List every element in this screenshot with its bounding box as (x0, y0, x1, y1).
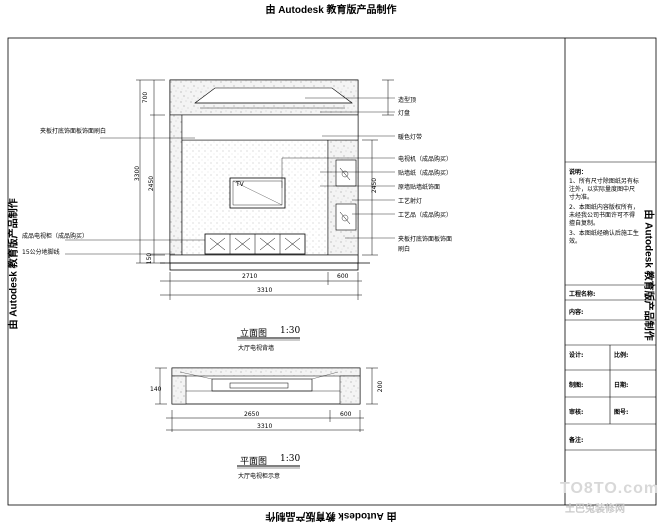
plan-dim-3310: 3310 (257, 423, 273, 430)
label-spotlight: 工艺射灯 (398, 198, 423, 205)
elevation-subtitle: 大厅电视背墙 (238, 345, 275, 352)
dim-2450-left: 2450 (148, 175, 156, 192)
label-original-wall: 原墙贴墙纸饰面 (398, 184, 441, 191)
dim-2710: 2710 (242, 273, 258, 280)
watermark-top: 由 Autodesk 教育版产品制作 (265, 5, 397, 16)
dim-3300: 3300 (134, 165, 142, 182)
tb-note-1: 1、所有尺寸除图纸另有标注外，以实际量度图中尺寸为准。 (569, 178, 639, 201)
label-veneer: 夹板打底饰面板饰面 (398, 236, 453, 243)
tb-drawing: 制图: (569, 382, 584, 389)
tb-ratio: 比例: (614, 352, 629, 359)
tb-note-3: 3、本图纸经确认后施工生效。 (569, 230, 639, 245)
tb-design: 设计: (569, 352, 584, 359)
label-warm-light: 暖色灯带 (398, 134, 423, 141)
dim-700: 700 (142, 91, 150, 104)
label-skirting: 15公分地脚线 (22, 249, 60, 256)
art-frame-bottom (335, 203, 357, 231)
dim-2450-right: 2450 (371, 177, 379, 194)
label-tv-cabinet: 成品电视柜（成品购买） (22, 233, 89, 240)
tb-remarks: 备注: (569, 437, 584, 444)
site-logo-text: TO8TO.com (560, 480, 660, 497)
label-wallpaper: 贴墙纸（成品购买） (398, 170, 453, 177)
label-left-veneer: 夹板打底饰面板饰面刷白 (40, 128, 107, 135)
elevation-scale: 1:30 (280, 326, 301, 336)
tb-date: 日期: (614, 382, 629, 389)
plan-dim-600: 600 (340, 411, 352, 418)
label-tv: 电视机（成品购买） (398, 156, 453, 163)
dim-3310: 3310 (257, 287, 273, 294)
tb-content: 内容: (569, 309, 584, 316)
plan-dim-140: 140 (150, 386, 162, 393)
elevation-drawing (65, 79, 395, 300)
tb-review: 审核: (569, 409, 584, 416)
site-logo-subtext: 土巴兔装修网 (565, 504, 625, 515)
tb-notes-heading: 说明： (569, 169, 588, 176)
sheet-border (7, 37, 657, 506)
label-light-tray: 灯盘 (398, 110, 411, 117)
tb-note-2: 2、本图纸内容版权所有，未经我公司书面许可不得擅自复制。 (569, 204, 639, 227)
plan-dim-200: 200 (377, 380, 385, 393)
label-artwork: 工艺品（成品购买） (398, 212, 453, 219)
elevation-title: 立面图 (240, 329, 268, 339)
plan-cabinet (211, 378, 313, 392)
plan-drawing (155, 367, 378, 432)
dim-600: 600 (337, 273, 349, 280)
plan-subtitle: 大厅电视柜示意 (238, 473, 281, 480)
tv-text: TV (236, 181, 244, 188)
plan-scale: 1:30 (280, 454, 301, 464)
tb-project-name: 工程名称: (569, 291, 596, 298)
plan-title: 平面图 (240, 457, 268, 467)
plan-dim-2650: 2650 (244, 411, 260, 418)
label-white: 刷白 (398, 246, 411, 253)
label-ceiling: 造型顶 (398, 97, 417, 104)
tb-drawing-no: 图号: (614, 409, 629, 416)
art-frame-top (335, 159, 357, 187)
dim-150: 150 (146, 252, 154, 265)
